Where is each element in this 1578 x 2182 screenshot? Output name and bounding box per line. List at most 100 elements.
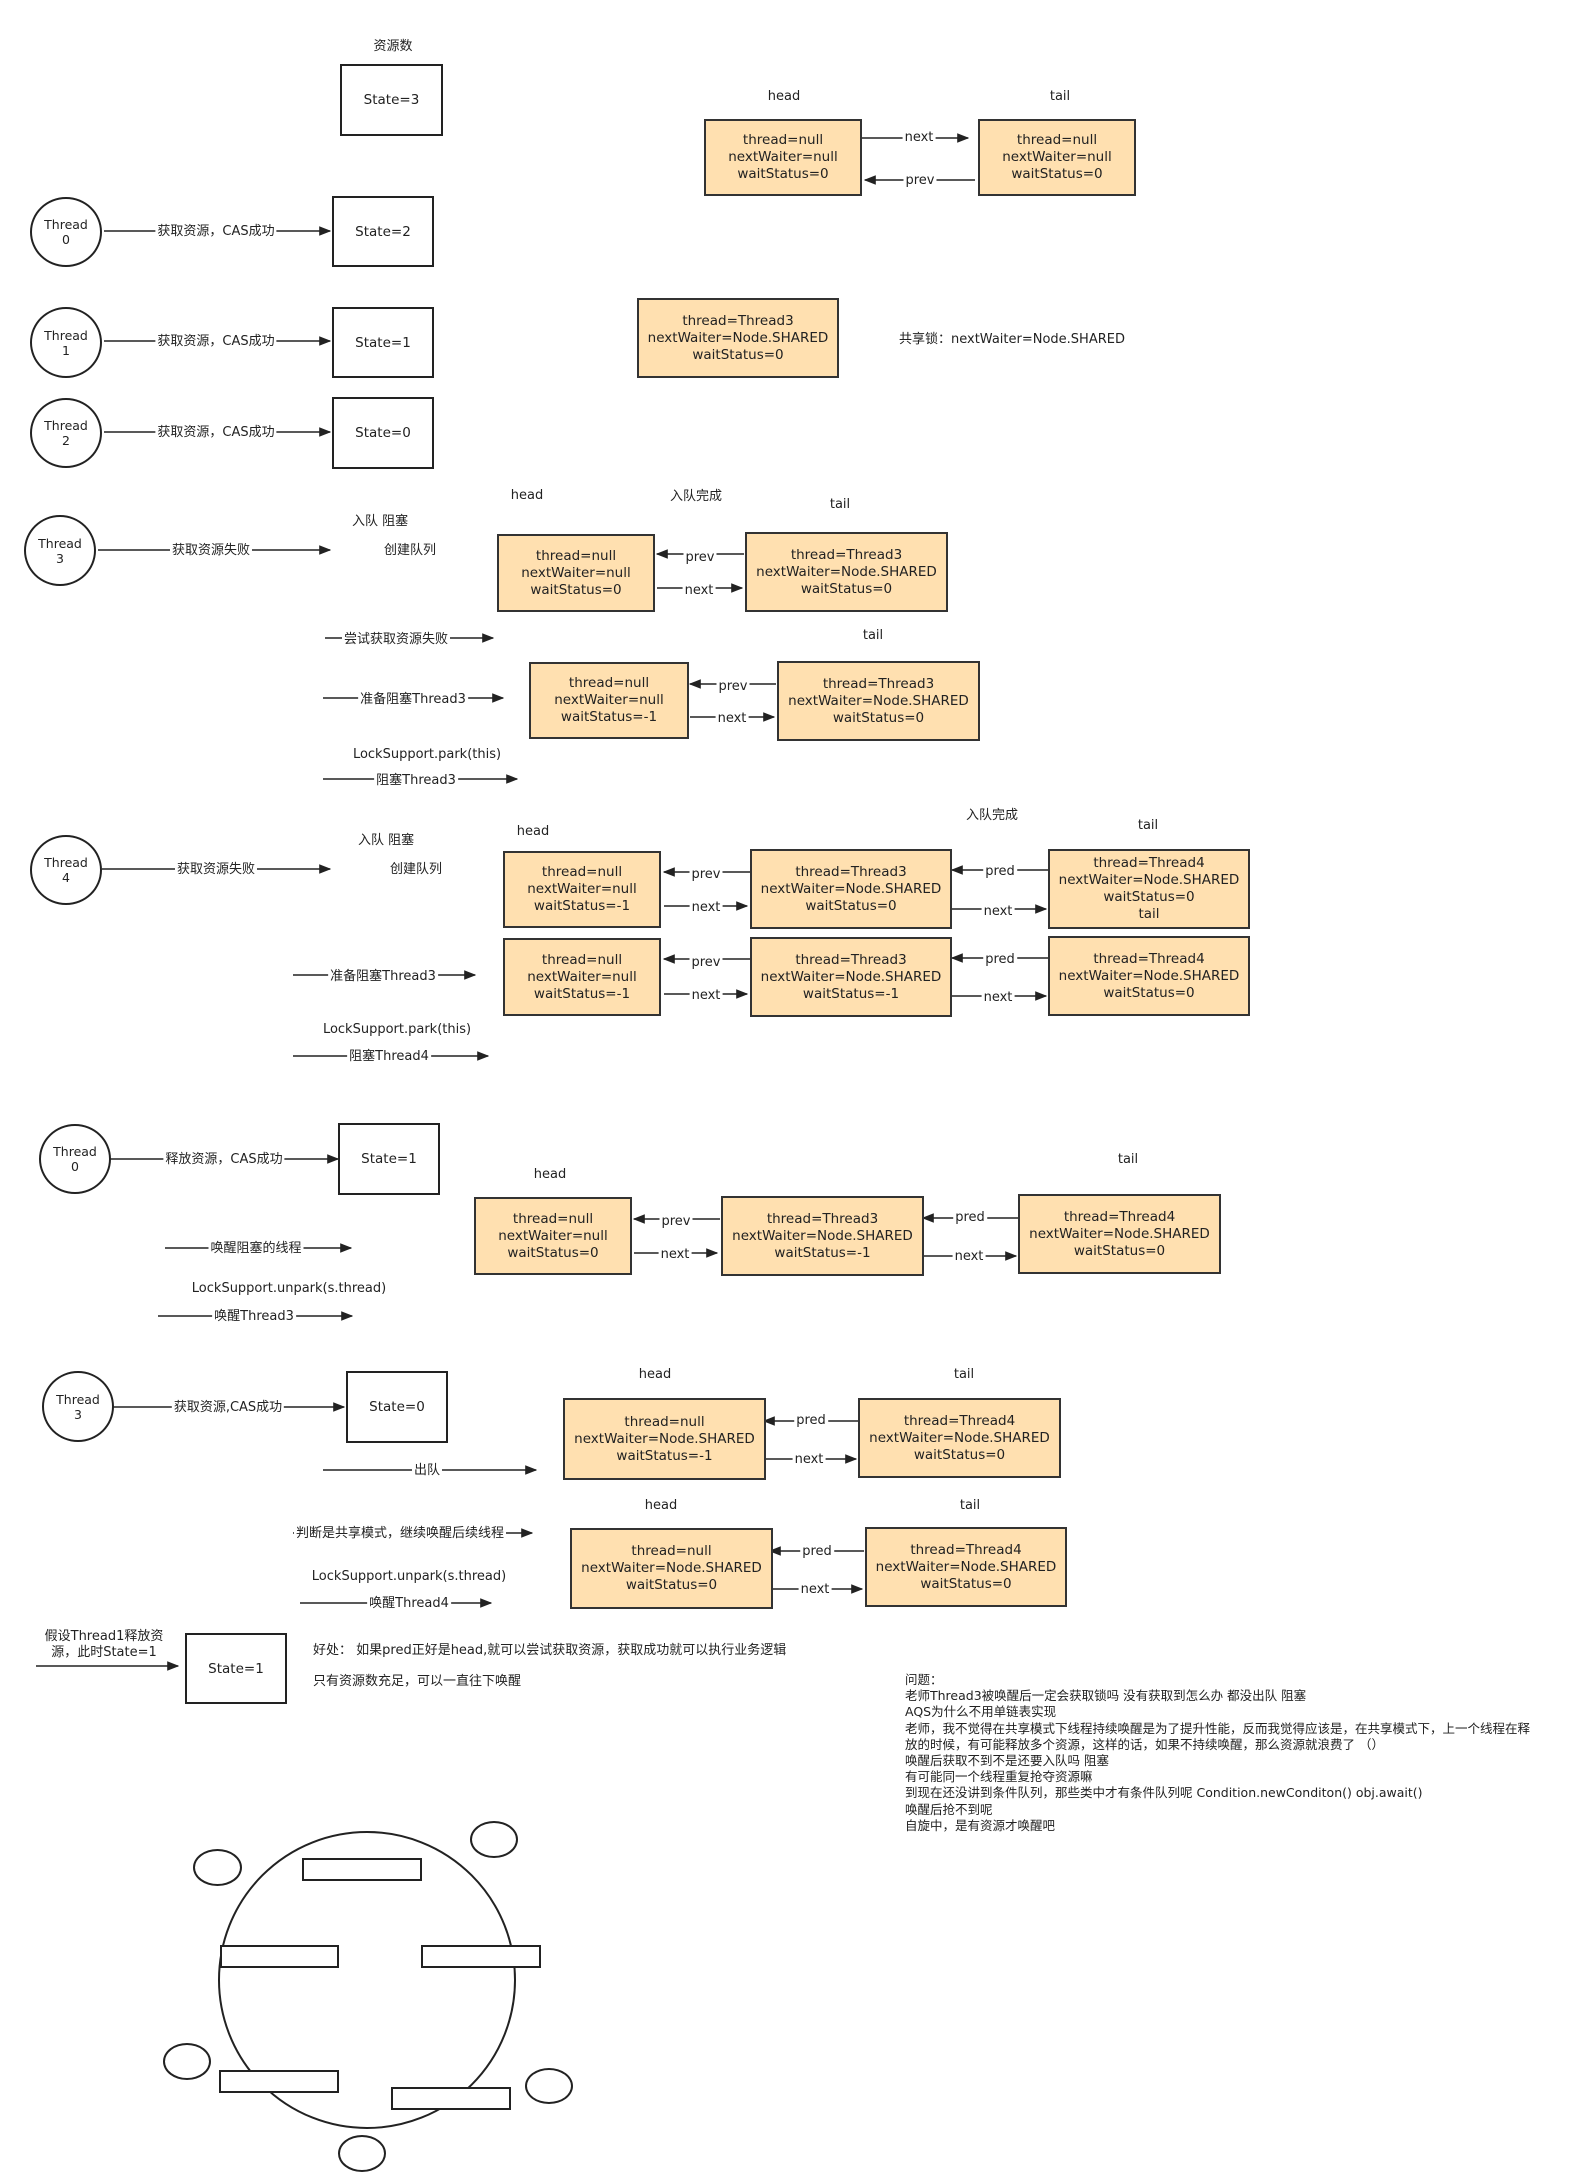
acquire-fail-label: 获取资源失败 <box>169 543 253 559</box>
next-label: next <box>952 1249 986 1265</box>
question-line: AQS为什么不用单链表实现 <box>905 1704 1057 1720</box>
prev-label: prev <box>903 173 937 189</box>
tail-label: tail <box>829 497 851 512</box>
pred-label: pred <box>794 1413 828 1429</box>
next-label: next <box>798 1582 832 1598</box>
tail-label: tail <box>862 628 884 643</box>
prev-label: prev <box>689 955 723 971</box>
enqueue-block-label: 入队 阻塞 <box>352 514 409 529</box>
ring-node <box>470 1821 518 1858</box>
state-label: State=3 <box>363 92 420 108</box>
tail-label: tail <box>953 1367 975 1382</box>
dequeue-label: 出队 <box>411 1463 443 1479</box>
release-cas-label: 释放资源，CAS成功 <box>163 1152 285 1168</box>
wake-thread3-label: 唤醒Thread3 <box>212 1309 296 1325</box>
next-label: next <box>792 1452 826 1468</box>
tail-label: tail <box>1137 818 1159 833</box>
prepare-block-label: 准备阻塞Thread3 <box>328 969 438 985</box>
benefit-note: 好处： 如果pred正好是head,就可以尝试获取资源，获取成功就可以执行业务逻… <box>313 1643 787 1658</box>
only-when-enough-note: 只有资源数充足，可以一直往下唤醒 <box>313 1674 522 1689</box>
prev-label: prev <box>659 1214 693 1230</box>
pred-label: pred <box>800 1544 834 1560</box>
next-label: next <box>682 583 716 599</box>
state-box-0: State=0 <box>332 397 434 469</box>
enqueue-block-label: 入队 阻塞 <box>358 833 415 848</box>
ring-slot <box>391 2087 511 2110</box>
tail-label: tail <box>1117 1152 1139 1167</box>
head-label: head <box>533 1167 567 1182</box>
try-acquire-fail-label: 尝试获取资源失败 <box>341 632 451 648</box>
prev-label: prev <box>683 550 717 566</box>
shared-lock-note: 共享锁：nextWaiter=Node.SHARED <box>899 332 1125 347</box>
questions-block: 问题： 老师Thread3被唤醒后一定会获取锁吗 没有获取到怎么办 都没出队 阻… <box>905 1672 1530 1834</box>
question-line: 有可能同一个线程重复抢夺资源嘛 <box>905 1769 1093 1785</box>
ring-node <box>338 2135 386 2172</box>
head-label: head <box>644 1498 678 1513</box>
wake-thread4-label: 唤醒Thread4 <box>367 1596 451 1612</box>
ring-circle <box>218 1831 516 2129</box>
cas-success-label: 获取资源，CAS成功 <box>155 334 277 350</box>
question-line: 到现在还没讲到条件队列，那些类中才有条件队列呢 Condition.newCon… <box>905 1785 1423 1801</box>
state-box-1: State=1 <box>338 1123 440 1195</box>
tail-label: tail <box>1049 89 1071 104</box>
enqueue-done-label: 入队完成 <box>669 489 723 504</box>
ring-node <box>193 1849 242 1886</box>
next-label: next <box>715 711 749 727</box>
ring-slot <box>219 2070 339 2093</box>
acquire-cas-label: 获取资源,CAS成功 <box>171 1400 285 1416</box>
ring-slot <box>302 1858 422 1881</box>
head-label: head <box>638 1367 672 1382</box>
question-line: 唤醒后获取不到不是还要入队吗 阻塞 <box>905 1753 1109 1769</box>
cas-success-label: 获取资源，CAS成功 <box>155 224 277 240</box>
tail-label: tail <box>959 1498 981 1513</box>
pred-label: pred <box>953 1210 987 1226</box>
state-box-0: State=0 <box>346 1371 448 1443</box>
pred-label: pred <box>983 952 1017 968</box>
ring-node <box>525 2068 573 2104</box>
next-label: next <box>902 130 936 146</box>
next-label: next <box>981 990 1015 1006</box>
question-line: 唤醒后抢不到呢 <box>905 1801 993 1817</box>
unpark-label: LockSupport.unpark(s.thread) <box>311 1569 507 1584</box>
head-label: head <box>516 824 550 839</box>
head-label: head <box>510 488 544 503</box>
state-box-1: State=1 <box>332 307 434 378</box>
ring-node <box>163 2043 211 2080</box>
acquire-fail-label: 获取资源失败 <box>174 862 258 878</box>
wake-blocked-label: 唤醒阻塞的线程 <box>208 1241 304 1257</box>
resource-count-title: 资源数 <box>373 39 413 54</box>
question-line: 放的时候，有可能释放多个资源，这样的话，如果不持续唤醒，那么资源就浪费了 （） <box>905 1736 1384 1752</box>
create-queue-label: 创建队列 <box>390 862 443 877</box>
block-thread3-label: 阻塞Thread3 <box>374 773 458 789</box>
ring-slot <box>220 1945 339 1968</box>
question-line: 老师Thread3被唤醒后一定会获取锁吗 没有获取到怎么办 都没出队 阻塞 <box>905 1688 1307 1704</box>
head-label: head <box>767 89 801 104</box>
state-box-2: State=2 <box>332 196 434 267</box>
next-label: next <box>658 1247 692 1263</box>
shared-mode-label: 判断是共享模式，继续唤醒后续线程 <box>293 1526 507 1542</box>
